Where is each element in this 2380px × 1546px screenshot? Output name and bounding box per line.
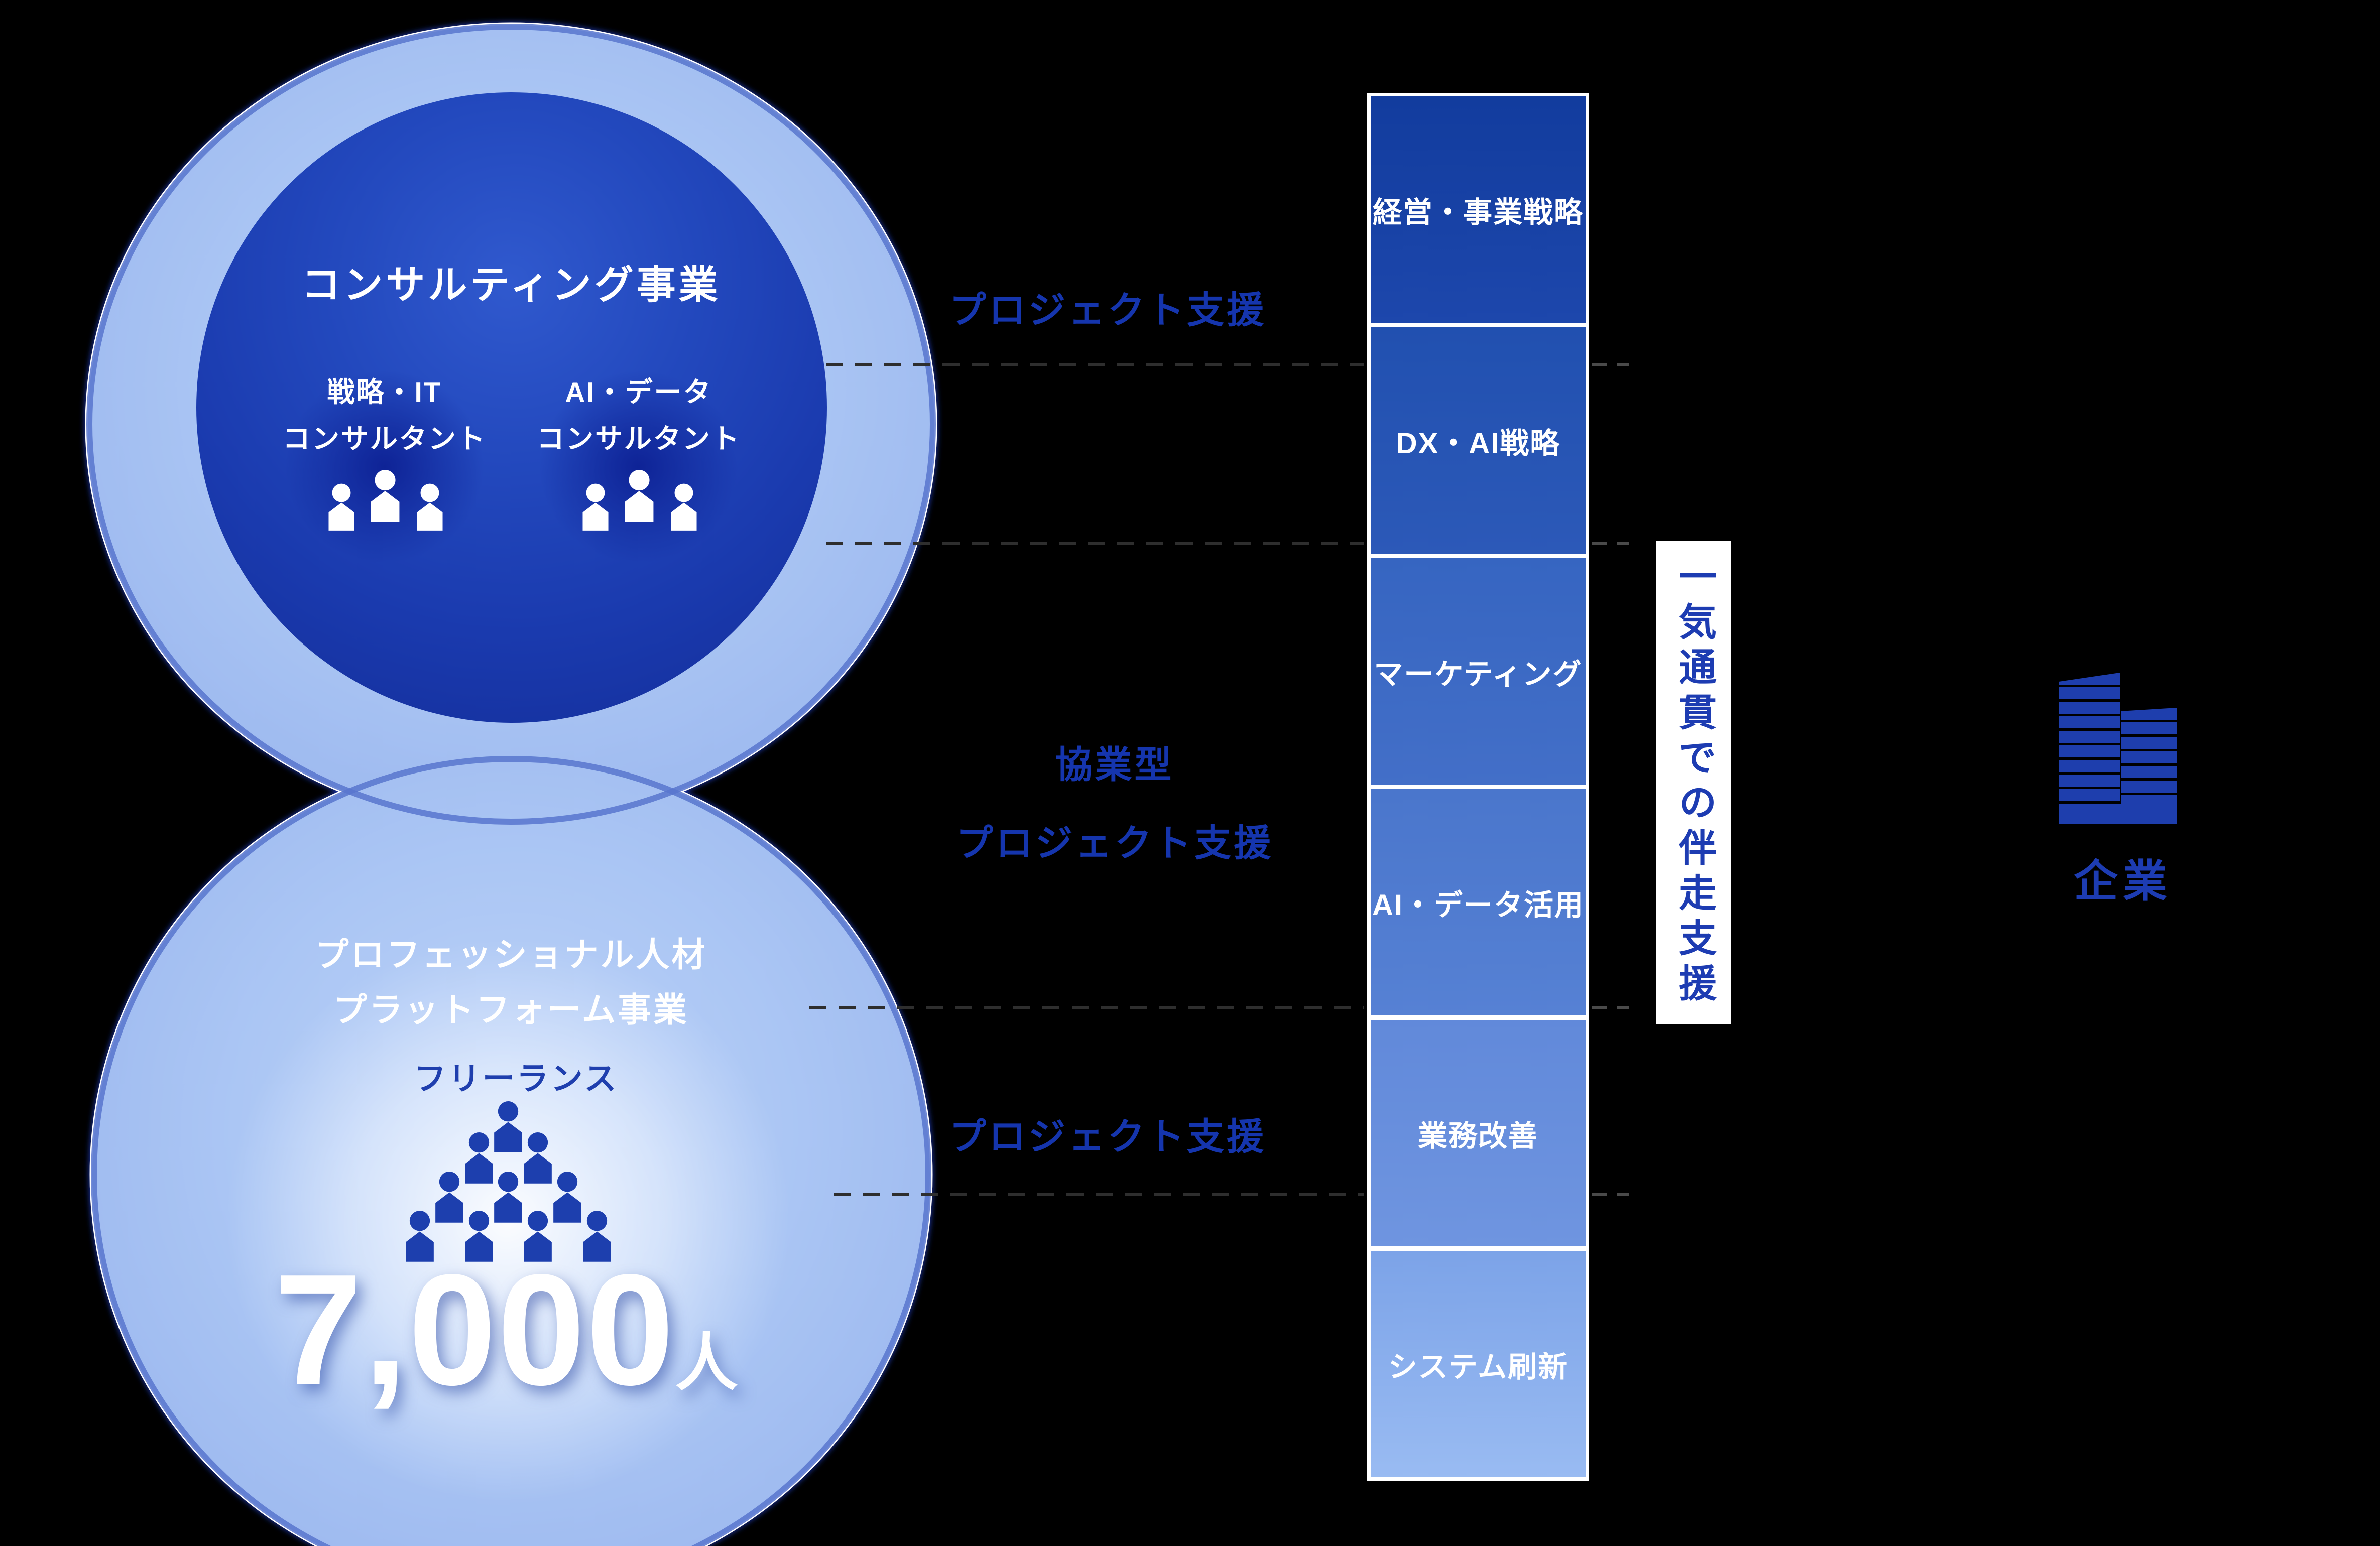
freelance-label: フリーランス	[414, 1061, 619, 1097]
service-label: マーケティング	[1374, 658, 1583, 691]
service-label: システム刷新	[1388, 1350, 1569, 1383]
dashed-stubs	[1592, 363, 1629, 1196]
freelancer-count: 7,000人	[205, 1239, 807, 1421]
service-box-ai-data-utilization: AI・データ活用	[1371, 789, 1586, 1015]
service-label: 経営・事業戦略	[1372, 196, 1584, 229]
project-support-label-bottom: プロジェクト支援	[949, 1116, 1266, 1157]
service-box-system-renewal: システム刷新	[1371, 1251, 1586, 1477]
bottom-lobe-rim	[91, 756, 931, 1546]
strategy-it-consultant-label: 戦略・IT コンサルタント	[229, 369, 540, 462]
collaborative-project-support-label: 協業型 プロジェクト支援	[949, 726, 1280, 882]
building-tower-left	[2059, 673, 2120, 823]
company-label: 企業	[2073, 856, 2172, 906]
service-box-marketing: マーケティング	[1371, 558, 1586, 785]
freelancer-count-number: 7,000	[274, 1241, 675, 1418]
ai-data-line2: コンサルタント	[536, 423, 741, 454]
collaborative-label-line2: プロジェクト支援	[956, 822, 1273, 864]
strategy-it-line1: 戦略・IT	[327, 376, 442, 408]
service-box-operational-improvement: 業務改善	[1371, 1020, 1586, 1246]
top-lobe-rim	[86, 24, 936, 825]
consultant-blob-right	[473, 306, 804, 627]
strategy-it-line2: コンサルタント	[282, 423, 487, 454]
consultant-blob-left	[219, 306, 550, 627]
collaborative-label-line1: 協業型	[1055, 744, 1174, 786]
end-to-end-support-banner: 一気通貫での伴走支援	[1656, 541, 1731, 1024]
building-tower-right	[2121, 708, 2177, 823]
service-box-dx-ai-strategy: DX・AI戦略	[1371, 327, 1586, 554]
ai-data-consultant-label: AI・データ コンサルタント	[483, 369, 794, 462]
freelancer-count-unit: 人	[675, 1328, 738, 1398]
end-to-end-support-text: 一気通貫での伴走支援	[1673, 557, 1715, 1008]
service-label: DX・AI戦略	[1396, 427, 1561, 460]
ai-data-line1: AI・データ	[565, 376, 712, 408]
dashed-connectors	[809, 363, 1364, 1196]
service-label: AI・データ活用	[1372, 888, 1584, 922]
service-box-management-strategy: 経営・事業戦略	[1371, 96, 1586, 323]
company-building-icon	[2059, 673, 2184, 826]
project-support-label-top: プロジェクト支援	[949, 289, 1266, 331]
platform-business-title: プロフェッショナル人材 プラットフォーム事業	[185, 928, 838, 1038]
platform-title-line2: プラットフォーム事業	[333, 991, 689, 1029]
platform-title-line1: プロフェッショナル人材	[315, 936, 707, 974]
service-stack: 経営・事業戦略 DX・AI戦略 マーケティング AI・データ活用 業務改善 シス…	[1367, 93, 1589, 1481]
service-label: 業務改善	[1417, 1119, 1538, 1152]
building-base	[2059, 804, 2177, 824]
consulting-business-title: コンサルティング事業	[301, 263, 721, 307]
